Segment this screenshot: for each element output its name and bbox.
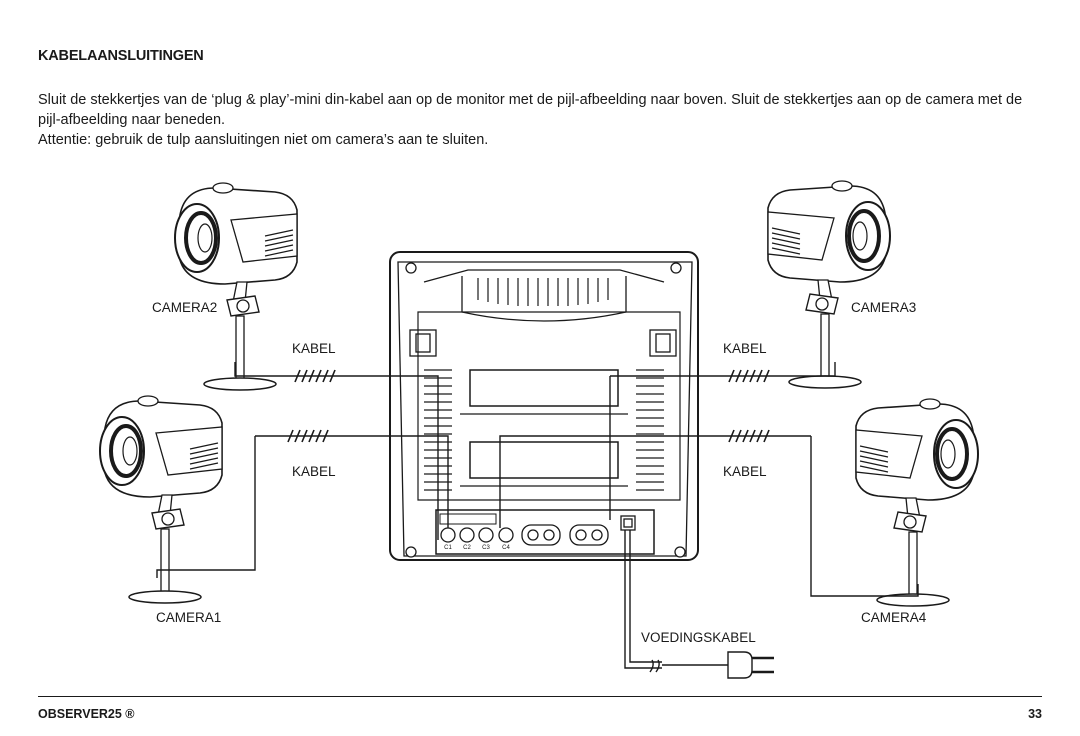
port-c1-label: C1 bbox=[444, 545, 452, 551]
kabel-label-top-left: KABEL bbox=[292, 341, 336, 356]
instructions: Sluit de stekkertjes van de ‘plug & play… bbox=[38, 90, 1048, 150]
section-heading: KABELAANSLUITINGEN bbox=[38, 48, 204, 64]
camera1-label: CAMERA1 bbox=[156, 610, 222, 625]
camera3-label: CAMERA3 bbox=[851, 300, 917, 315]
monitor-rear-illustration: C1 C2 C3 C4 bbox=[389, 251, 699, 561]
kabel-label-bottom-left: KABEL bbox=[292, 464, 336, 479]
footer-product-name: OBSERVER25 ® bbox=[38, 707, 135, 721]
power-cable-illustration bbox=[624, 530, 774, 679]
kabel-label-top-right: KABEL bbox=[723, 341, 767, 356]
port-c4-label: C4 bbox=[502, 545, 510, 551]
instruction-paragraph: Sluit de stekkertjes van de ‘plug & play… bbox=[38, 92, 1023, 128]
footer-divider bbox=[38, 696, 1042, 697]
warning-paragraph: Attentie: gebruik de tulp aansluitingen … bbox=[38, 132, 489, 148]
kabel-label-bottom-right: KABEL bbox=[723, 464, 767, 479]
page-number: 33 bbox=[1028, 707, 1042, 721]
port-c2-label: C2 bbox=[463, 545, 471, 551]
power-cable-label: VOEDINGSKABEL bbox=[641, 630, 756, 645]
cable-hatch-marks bbox=[287, 369, 770, 443]
camera4-illustration bbox=[854, 397, 980, 608]
camera3-illustration bbox=[766, 179, 892, 390]
camera2-illustration bbox=[173, 181, 299, 392]
port-c3-label: C3 bbox=[482, 545, 490, 551]
camera1-illustration bbox=[98, 394, 224, 605]
camera4-label: CAMERA4 bbox=[861, 610, 927, 625]
camera2-label: CAMERA2 bbox=[152, 300, 218, 315]
